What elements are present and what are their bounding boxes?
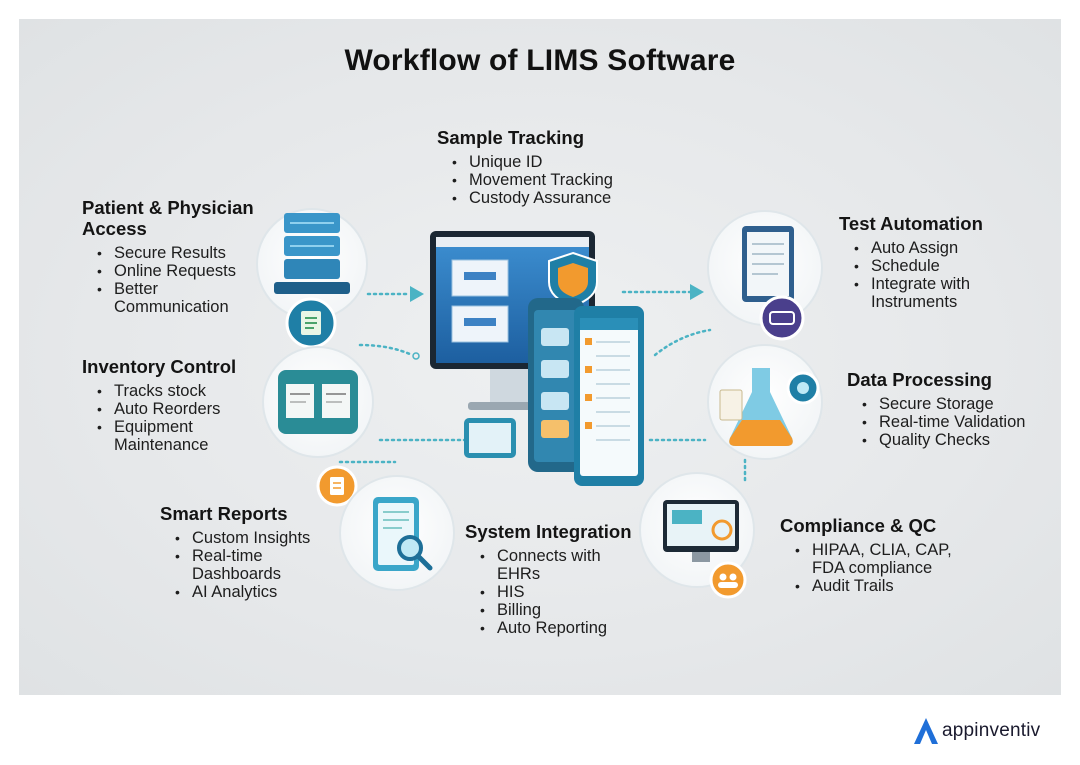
smart-reports-section: Smart Reports Custom Insights Real-timeD… [160, 503, 310, 601]
arrow-heads [410, 284, 704, 302]
system-integration-heading: System Integration [465, 521, 632, 542]
brand-logo-icon [914, 718, 938, 744]
server-icon [256, 208, 368, 320]
list-item: Audit Trails [780, 577, 952, 595]
data-processing-section: Data Processing Secure Storage Real-time… [847, 369, 1025, 449]
list-item: Auto Assign [839, 239, 983, 257]
gear-icon [759, 295, 805, 341]
list-item: Custody Assurance [437, 189, 613, 207]
orange-report-badge [316, 465, 358, 507]
inventory-heading: Inventory Control [82, 356, 237, 377]
test-automation-heading: Test Automation [839, 213, 983, 234]
people-icon [709, 561, 747, 599]
list-item: Movement Tracking [437, 171, 613, 189]
list-item: Secure Results [82, 244, 254, 262]
list-item: Quality Checks [847, 431, 1025, 449]
flask-icon [707, 344, 823, 460]
list-item: Billing [465, 601, 632, 619]
inventory-section: Inventory Control Tracks stock Auto Reor… [82, 356, 236, 454]
brand-logo: appinventiv [912, 716, 1040, 746]
list-item: Online Requests [82, 262, 254, 280]
sample-tracking-section: Sample Tracking Unique ID Movement Track… [437, 127, 613, 207]
shield-icon [548, 251, 598, 308]
brand-name: appinventiv [942, 720, 1041, 741]
tablet-icon [528, 298, 584, 472]
list-item: Auto Reporting [465, 619, 632, 637]
page-title: Workflow of LIMS Software [344, 44, 736, 77]
test-automation-section: Test Automation Auto Assign Schedule Int… [839, 213, 983, 311]
list-item: Unique ID [437, 153, 613, 171]
list-item: HIS [465, 583, 632, 601]
small-device-icon [464, 418, 516, 458]
list-item: Auto Reorders [82, 400, 236, 418]
list-item: Secure Storage [847, 395, 1025, 413]
clipboard-icon [574, 306, 644, 486]
list-item: Schedule [839, 257, 983, 275]
document-icon [285, 297, 337, 349]
inventory-cabinet-icon [262, 346, 374, 458]
connector-lines [316, 290, 747, 482]
data-processing-heading: Data Processing [847, 369, 992, 390]
list-item: Custom Insights [160, 529, 310, 547]
magnifier-icon [339, 475, 455, 591]
sample-tracking-heading: Sample Tracking [437, 127, 585, 148]
compliance-section: Compliance & QC HIPAA, CLIA, CAP,FDA com… [780, 515, 952, 595]
compliance-heading: Compliance & QC [780, 515, 937, 536]
list-item: Real-time Validation [847, 413, 1025, 431]
list-item: HIPAA, CLIA, CAP,FDA compliance [780, 541, 952, 577]
list-item: AI Analytics [160, 583, 310, 601]
smart-reports-heading: Smart Reports [160, 503, 288, 524]
compliance-monitor-icon [639, 472, 755, 588]
list-item: Tracks stock [82, 382, 236, 400]
